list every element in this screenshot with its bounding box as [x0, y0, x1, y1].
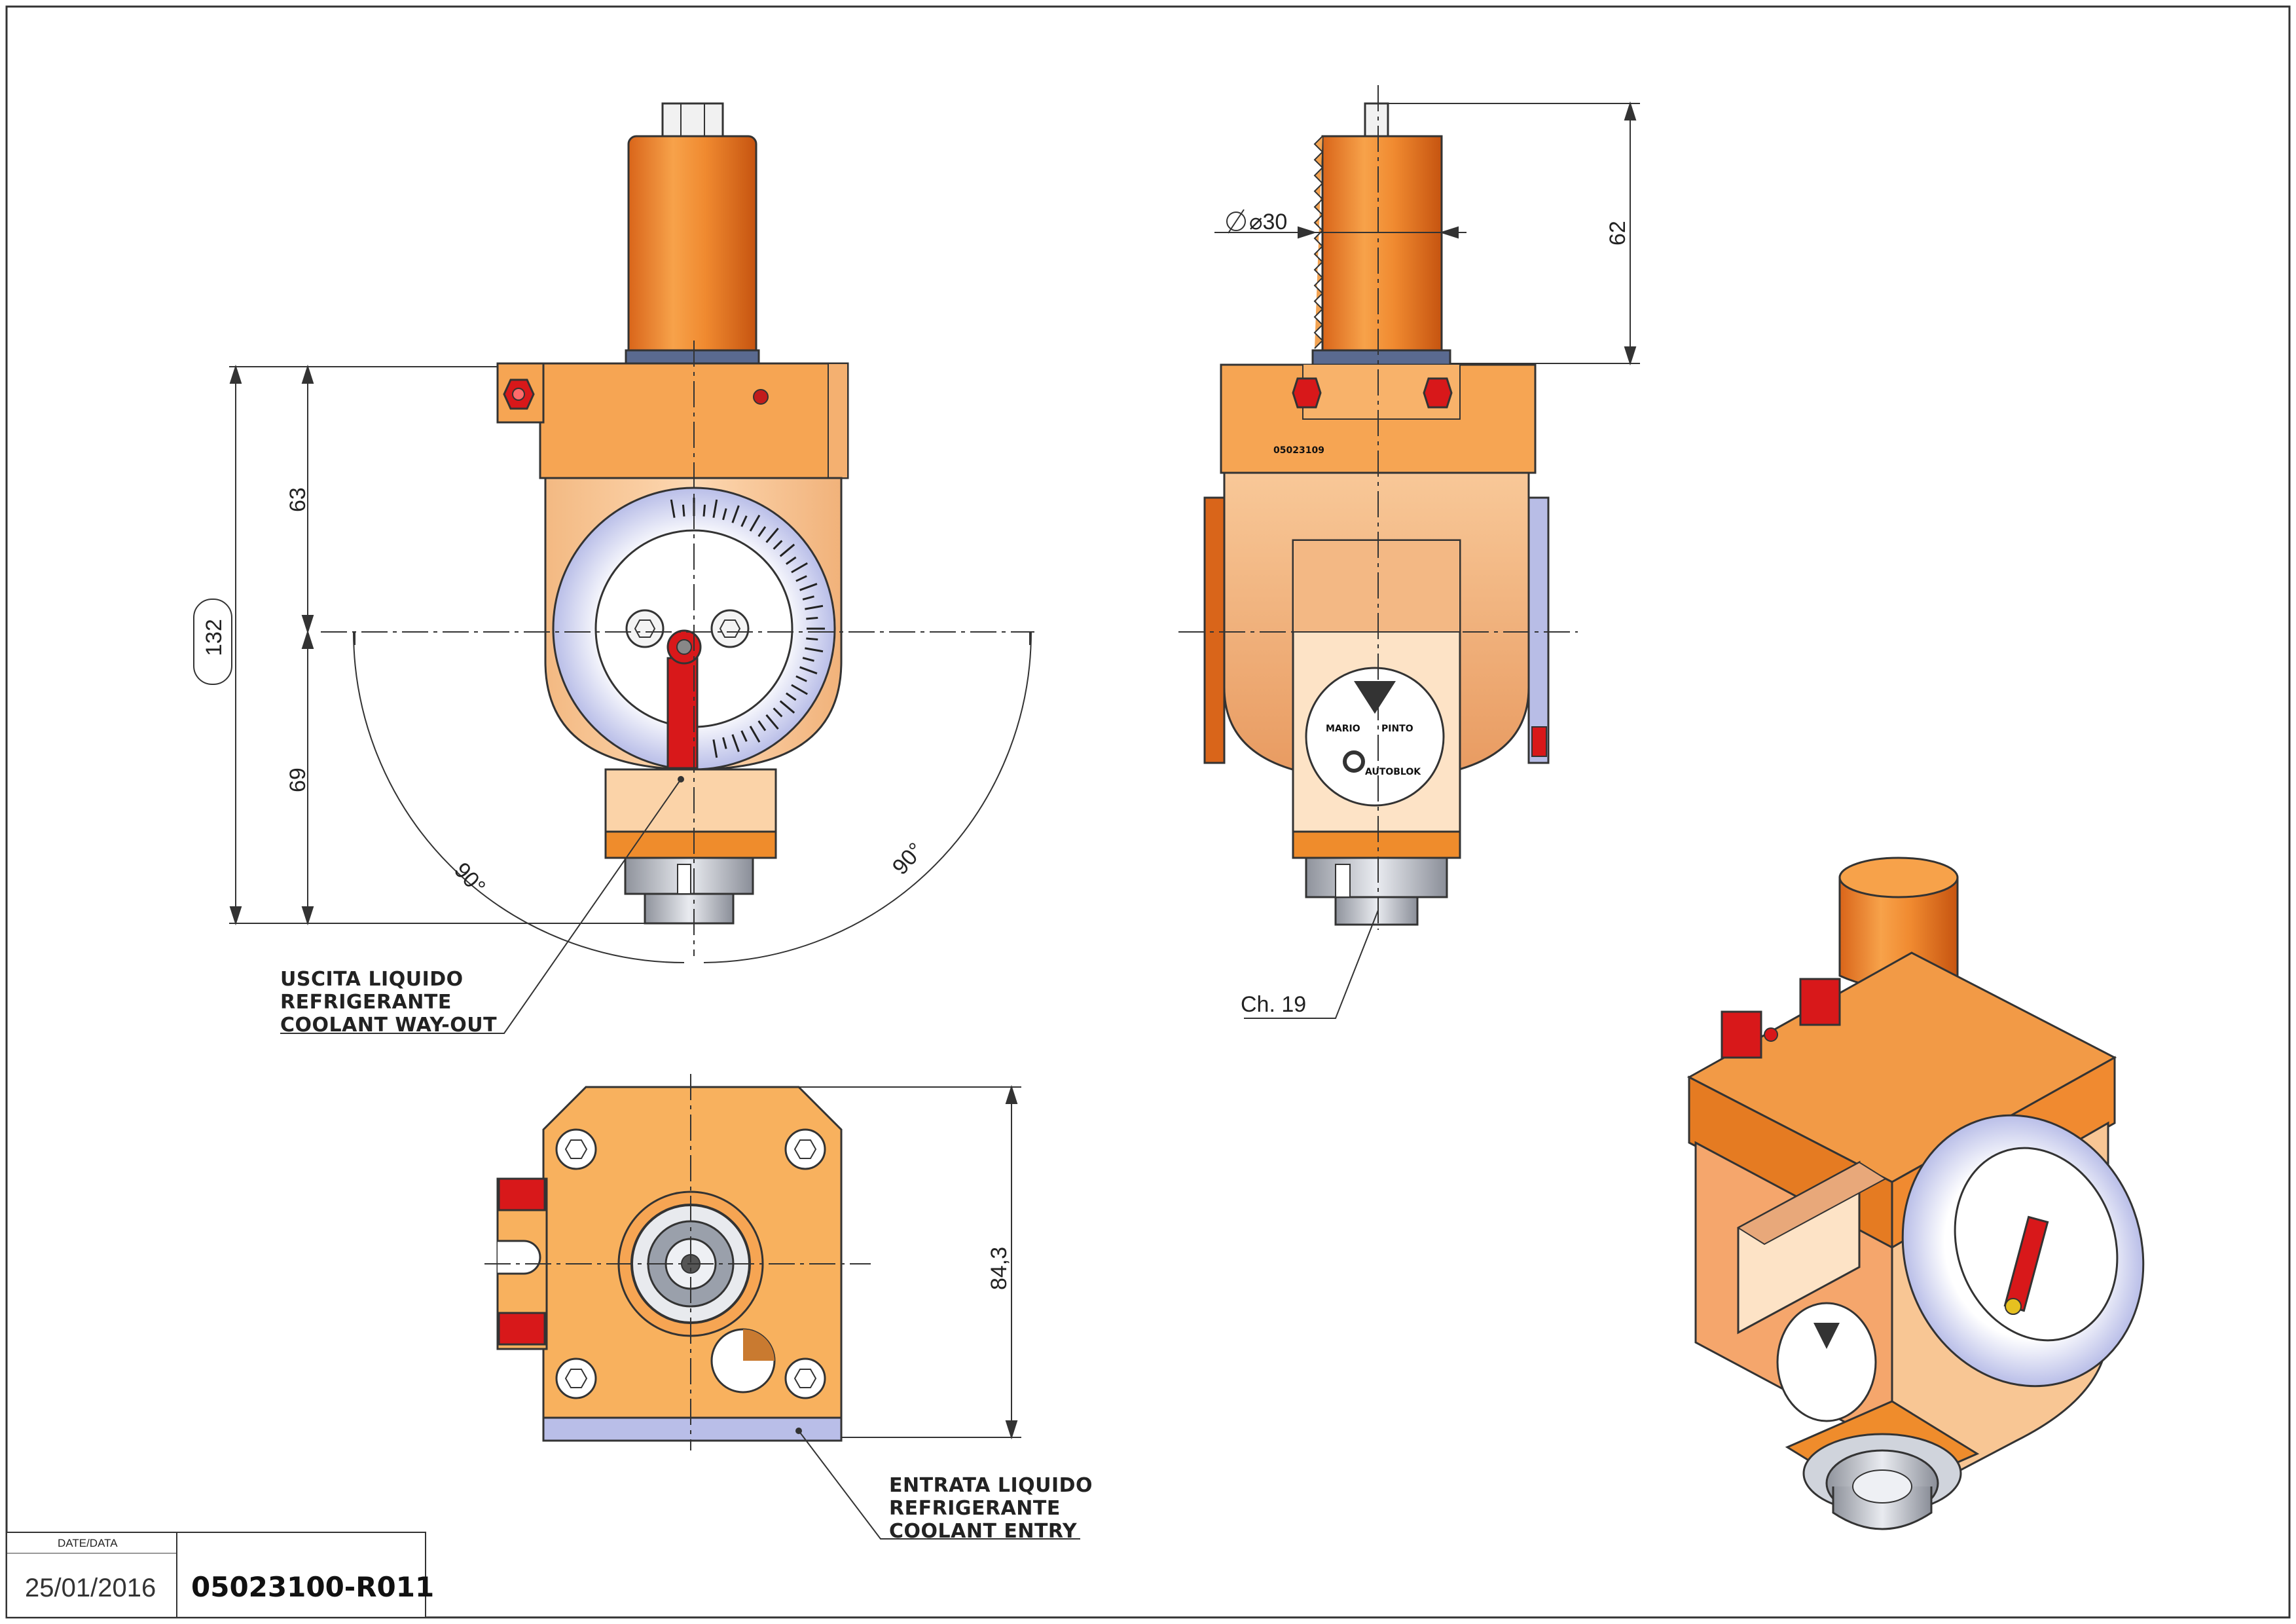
dim-base-height: 84,3 — [987, 1247, 1011, 1290]
coolant-out-line2: REFRIGERANTE — [280, 991, 452, 1014]
bottom-view-dimensions — [484, 1074, 1080, 1540]
dial-tick — [757, 526, 767, 537]
dial-tick — [805, 647, 824, 653]
dial-tick — [765, 527, 779, 544]
dial-tick — [799, 666, 818, 674]
logo-brand-right: PINTO — [1381, 724, 1413, 734]
coolant-in-line1: ENTRATA LIQUIDO — [889, 1474, 1093, 1497]
dial-tick — [773, 540, 783, 550]
dial-tick — [802, 657, 814, 662]
part-marking: 05023109 — [1273, 445, 1324, 456]
dial-tick — [702, 504, 706, 517]
logo-brand2: AUTOBLOK — [1365, 767, 1421, 777]
dial-tick — [722, 508, 727, 521]
dial-ticks — [670, 498, 825, 758]
side-view-dimensions — [1178, 85, 1640, 1019]
dim-angle-left: 90° — [449, 858, 490, 900]
drawing-number: 05023100-R011 — [191, 1571, 434, 1603]
dial-tick — [786, 692, 797, 701]
dial-tick — [712, 499, 718, 518]
title-block — [6, 1532, 426, 1618]
dial-tick — [805, 604, 824, 610]
dim-wrench-size: Ch. 19 — [1241, 992, 1306, 1017]
dial-tick — [802, 595, 814, 600]
dim-total-height: 132 — [202, 619, 227, 656]
dial-tick — [712, 739, 718, 758]
front-view-dimensions — [193, 341, 1034, 1034]
front-view — [496, 102, 849, 925]
dial-tick — [757, 720, 767, 731]
dim-angle-right: 90° — [888, 838, 929, 880]
dial-tick — [779, 700, 795, 714]
sheet-border — [5, 5, 2291, 1619]
coolant-out-line1: USCITA LIQUIDO — [280, 968, 464, 991]
dim-upper-height: 63 — [285, 487, 310, 512]
dial-tick — [740, 515, 748, 527]
dial-tick — [799, 583, 818, 591]
callout-coolant-out: USCITA LIQUIDO REFRIGERANTE COOLANT WAY-… — [280, 968, 497, 1037]
callout-coolant-in: ENTRATA LIQUIDO REFRIGERANTE COOLANT ENT… — [889, 1474, 1093, 1543]
coolant-out-line3: COOLANT WAY-OUT — [280, 1014, 497, 1037]
dial-tick — [795, 675, 807, 682]
dial-tick — [670, 499, 676, 518]
dial-tick — [731, 734, 740, 752]
dial-tick — [806, 616, 818, 620]
dial-tick — [806, 637, 818, 641]
dial-tick — [779, 544, 795, 557]
dim-shaft-diameter: ⌀30 — [1249, 210, 1287, 234]
dial-tick — [682, 504, 685, 517]
dial-tick — [773, 707, 783, 718]
dial-tick — [795, 575, 807, 582]
dial-tick — [731, 505, 740, 523]
dial-tick — [791, 562, 808, 574]
dial-tick — [749, 515, 761, 532]
date-value: 25/01/2016 — [25, 1574, 156, 1602]
dial-tick — [786, 556, 797, 565]
isometric-view — [1686, 857, 2145, 1530]
dim-lower-height: 69 — [285, 767, 310, 792]
bottom-view — [496, 1086, 843, 1442]
date-label: DATE/DATA — [58, 1537, 118, 1549]
dial-tick — [749, 726, 761, 743]
dial-tick — [740, 730, 748, 742]
dial-tick — [722, 737, 727, 749]
dim-shaft-length: 62 — [1605, 221, 1630, 246]
coolant-in-line3: COOLANT ENTRY — [889, 1520, 1078, 1543]
dial-tick — [791, 684, 808, 695]
dial-tick — [765, 714, 779, 730]
logo-brand-left: MARIO — [1326, 724, 1360, 734]
coolant-in-line2: REFRIGERANTE — [889, 1497, 1061, 1520]
